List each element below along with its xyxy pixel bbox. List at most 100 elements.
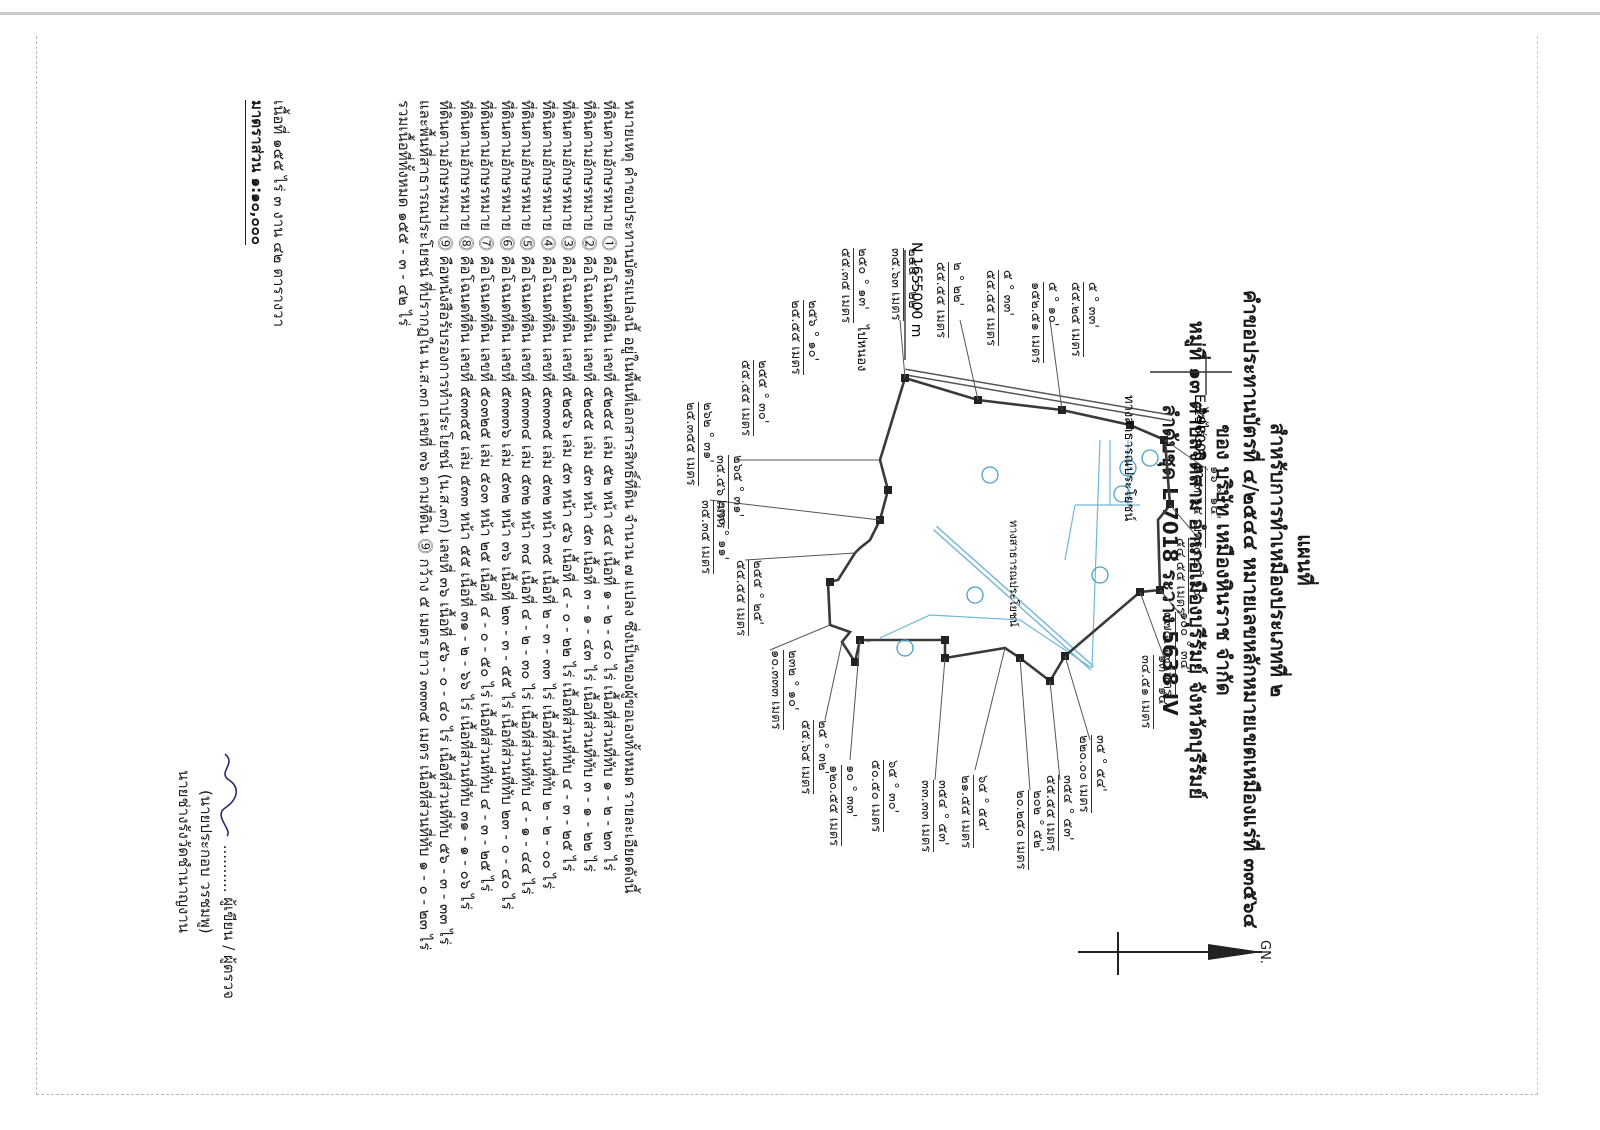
bearing-label: ๑๖ ° ๑๔'๑๕๓.๖๔ เมตร xyxy=(1189,466,1222,548)
bearing-angle: ๒๕๕ ° ๓๐' xyxy=(755,360,770,424)
bearing-angle: ๓๕๒ ° ๑๐' xyxy=(1190,538,1205,600)
bearing-label: ๒ ° ๒๒'๕๕.๕๕ เมตร xyxy=(932,262,965,339)
bearing-angle: ๑๓ ° ๑๔' xyxy=(1155,655,1170,709)
bearing-label: ๒๖๕ ° ๓๑'๓๕.๕๖ เมตร xyxy=(712,455,745,529)
bearing-distance: ๓๓.๓๓ เมตร xyxy=(917,780,934,853)
parcel-mark-5 xyxy=(966,586,984,604)
notes-row-6: ที่ดินตามอักษรหมาย ⓺ คือโฉนดที่ดิน เลขที… xyxy=(498,100,516,910)
bearing-angle: ๒๕๖ ° ๑๐' xyxy=(805,300,820,362)
bearing-distance: ๒๒๐.๐๐ เมตร xyxy=(1075,735,1092,813)
bearing-label: ๒๖๒ ° ๓๑'๒๕.๓๕๕ เมตร xyxy=(682,402,715,486)
bearing-angle: ๒๖๒ ° ๓๑' xyxy=(700,402,715,463)
notes-row-3: ที่ดินตามอักษรหมาย ⓷ คือโฉนดที่ดิน เลขที… xyxy=(559,100,578,872)
bearing-distance: ๕๕.๕๕ เมตร xyxy=(982,270,999,347)
bearing-label: ๖๕ ° ๕๕'๒๑.๕๕ เมตร xyxy=(957,775,990,849)
bearing-angle: ๕ ° ๓๓' xyxy=(1085,282,1100,328)
notes-row-10: และพื้นที่สาธารณประโยชน์ ที่ปรากฏใน น.ส.… xyxy=(416,100,434,951)
bearing-label: ๒๐๒ ° ๕๒'๒๐.๒๕๐ เมตร xyxy=(1012,790,1045,870)
bearing-distance: ๕๕.๕๕ เมตร xyxy=(737,360,754,437)
north-label: GN. xyxy=(1257,940,1272,964)
notes-total: รวมเนื้อที่ทั้งหมด ๑๕๕ - ๓ - ๔๒ ไร่ xyxy=(395,100,414,327)
notes-title: หมายเหตุ คำขอประทานบัตรแปลงนี้ อยู่ในพื้… xyxy=(621,100,639,894)
signature-position: นายช่างรังวัดชำนาญงาน xyxy=(175,770,194,934)
bearing-angle: ๒๕๕ ° ๒๒' xyxy=(905,248,920,312)
notes-row-2: ที่ดินตามอักษรหมาย ⓶ คือโฉนดที่ดิน เลขที… xyxy=(580,100,598,872)
bearing-distance: ๒๑.๕๕ เมตร xyxy=(957,775,974,849)
n-coord-label: N 1655000 m xyxy=(908,242,924,337)
bearing-distance: ๓๔.๕๑ เมตร xyxy=(1137,655,1154,729)
north-arrow-head xyxy=(1208,944,1262,960)
parcel-mark-1 xyxy=(1141,449,1159,467)
bearing-label: ๓๕๔ ° ๕๓'๓๓.๓๓ เมตร xyxy=(917,780,950,853)
bearing-distance: ๓๕.๖๓ เมตร xyxy=(887,248,904,321)
bearing-angle: ๒๐๒ ° ๕๒' xyxy=(1030,790,1045,852)
signature-mark xyxy=(220,753,238,837)
bearing-label: ๒๕๕ ° ๒๒'๓๕.๖๓ เมตร xyxy=(887,248,920,321)
notes-row-1: ที่ดินตามอักษรหมาย ⓵ คือโฉนดที่ดิน เลขที… xyxy=(600,100,619,872)
bearing-label: ๕ ° ๓๓'๕๕.๕๕ เมตร xyxy=(982,270,1015,347)
bearing-angle: ๒๓๒ ° ๑๐' xyxy=(785,650,800,711)
bearing-distance: ๑๐.๓๓๓ เมตร xyxy=(767,650,784,730)
notes-row-8: ที่ดินตามอักษรหมาย ⓼ คือโฉนดที่ดิน เลขที… xyxy=(457,100,475,910)
bearing-distance: ๒๕.๕๕ เมตร xyxy=(787,300,804,375)
bearing-label: ๒๕๕ ° ๒๕'๕๕.๕๕ เมตร xyxy=(732,560,765,637)
bearing-distance: ๒๐.๒๕๐ เมตร xyxy=(1012,790,1029,870)
bearing-angle: ๓๕๔ ° ๕๓' xyxy=(1060,775,1075,841)
signature-block: .......... ผู้เขียน / ผู้ตรวจ (นายประกอบ… xyxy=(174,750,241,999)
notes-row-4: ที่ดินตามอักษรหมาย ⓸ คือโฉนดที่ดิน เลขที… xyxy=(539,100,557,890)
notes-row-7: ที่ดินตามอักษรหมาย ⓻ คือโฉนดที่ดิน เลขที… xyxy=(477,100,496,892)
bearing-distance: ๕๕.๓๕ เมตร xyxy=(837,248,854,324)
bearing-label: ๒๕๖ ° ๑๐'๒๕.๕๕ เมตร xyxy=(787,300,820,375)
signature-role: ผู้เขียน / ผู้ตรวจ xyxy=(220,897,238,999)
bearing-distance: ๕๐.๕๐ เมตร xyxy=(867,760,884,833)
parcel-mark-6 xyxy=(896,639,914,657)
parcel-mark-7 xyxy=(981,466,999,484)
to-west-label: ไปหนอง xyxy=(854,324,870,371)
bearing-angle: ๑๐ ° ๓๓' xyxy=(843,765,858,818)
page-frame xyxy=(36,36,1538,1095)
bearing-label: ๒๓๒ ° ๑๐'๑๐.๓๓๓ เมตร xyxy=(767,650,800,730)
bearing-label: ๕ ° ๓๓'๕๕.๒๕ เมตร xyxy=(1067,282,1100,357)
bearing-angle: ๓๕๔ ° ๕๓' xyxy=(935,780,950,846)
bearing-angle: ๑๐๐ ° ๓๔' xyxy=(1177,612,1192,674)
e-coord-label: E 298000 m. xyxy=(1191,394,1207,483)
bearing-distance: ๕๕.๕๕ เมตร xyxy=(932,262,949,339)
bearing-angle: ๒๕๕ ° ๒๕' xyxy=(750,560,765,625)
parcel-mark-3 xyxy=(1113,485,1131,503)
scan-edge xyxy=(0,12,1600,15)
area-block: เนื้อที่ ๑๕๕ ไร่ ๓ งาน ๔๒ ตารางวา มาตราส… xyxy=(245,100,290,327)
road-label-2: ทางสาธารณประโยชน์ xyxy=(1007,520,1021,627)
bearing-label: ๖๕ ° ๓๐'๕๐.๕๐ เมตร xyxy=(867,760,900,833)
bearing-distance: ๕๔.๕๕ เมตร xyxy=(1172,538,1189,615)
notes-row-9: ที่ดินตามอักษรหมาย ⓽ คือหนังสือรับรองการ… xyxy=(436,100,455,945)
bearing-angle: ๒๕๐ ° ๑๓' xyxy=(855,248,870,310)
bearing-angle: ๒ ° ๒๒' xyxy=(950,262,965,307)
bearing-angle: ๕ ° ๓๓' xyxy=(1000,270,1015,316)
bearing-distance: ๒๕.๓๕๕ เมตร xyxy=(682,402,699,486)
bearing-label: ๒๕๐ ° ๑๓'๕๕.๓๕ เมตร xyxy=(837,248,870,324)
parcel-mark-2 xyxy=(1119,459,1137,477)
bearing-angle: ๖๕ ° ๕๕' xyxy=(975,775,990,832)
bearing-angle: ๕ ° ๑๐' xyxy=(1045,282,1060,327)
signature-role-line: .......... ผู้เขียน / ผู้ตรวจ xyxy=(218,750,241,999)
bearing-angle: ๒๖๕ ° ๓๑' xyxy=(730,455,745,518)
bearing-label: ๑๓ ° ๑๔'๓๔.๕๑ เมตร xyxy=(1137,655,1170,729)
notes-block: หมายเหตุ คำขอประทานบัตรแปลงนี้ อยู่ในพื้… xyxy=(394,100,640,950)
signature-name: (นายประกอบ วรชมพู) xyxy=(197,790,216,934)
bearing-label: ๓๕๒ ° ๑๐'๕๔.๕๕ เมตร xyxy=(1172,538,1205,615)
parcel-mark-4 xyxy=(1091,566,1109,584)
parcel-lines xyxy=(861,439,1140,669)
bearing-distance: ๕๕.๕๕ เมตร xyxy=(732,560,749,637)
bearing-label: ๕ ° ๑๐'๑๕๒.๕๑ เมตร xyxy=(1027,282,1060,364)
area-total: เนื้อที่ ๑๕๕ ไร่ ๓ งาน ๔๒ ตารางวา xyxy=(270,100,288,328)
bearing-angle: ๒๕ ° ๓๒' xyxy=(815,720,830,775)
bearing-label: ๒๕๕ ° ๓๐'๕๕.๕๕ เมตร xyxy=(737,360,770,437)
bearing-angle: ๖๕ ° ๓๐' xyxy=(885,760,900,814)
bearing-label: ๒๕ ° ๓๒'๕๕.๖๕ เมตร xyxy=(797,720,830,795)
mining-boundary xyxy=(826,376,1172,683)
bearing-distance: ๕๕.๖๕ เมตร xyxy=(797,720,814,795)
leader-lines xyxy=(709,319,1209,791)
bearing-distance: ๑๕๓.๖๔ เมตร xyxy=(1189,466,1206,548)
